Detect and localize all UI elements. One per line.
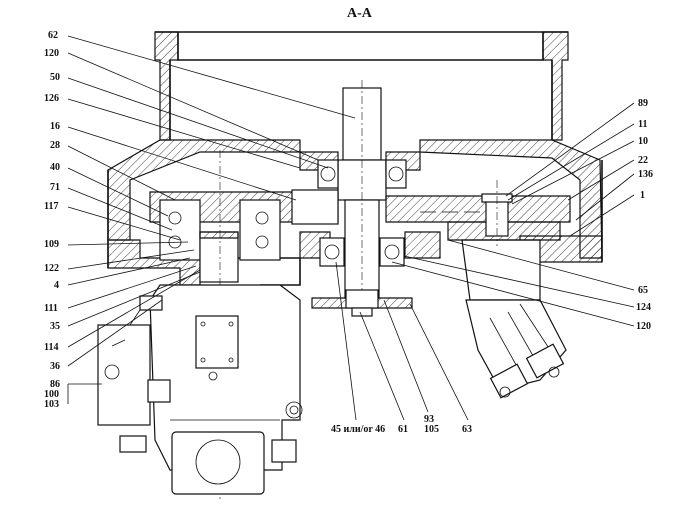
callout-22: 22 [638, 155, 648, 166]
lower-bearing [319, 237, 405, 267]
callouts-bottom: 45 или/or 46 61 93 105 63 [331, 414, 472, 435]
callout-1: 1 [640, 190, 645, 201]
callout-122: 122 [44, 263, 59, 274]
callout-40: 40 [50, 162, 60, 173]
callouts-right: 89 11 10 22 136 1 65 124 120 [636, 98, 653, 332]
callout-11: 11 [638, 119, 647, 130]
callout-120-right: 120 [636, 321, 651, 332]
callout-63: 63 [462, 424, 472, 435]
hydraulic-motor-right [447, 221, 567, 399]
callout-4: 4 [54, 280, 59, 291]
callout-50: 50 [50, 72, 60, 83]
callout-124: 124 [636, 302, 651, 313]
callouts-left: 62 120 50 126 16 28 40 71 117 109 122 4 … [44, 30, 60, 410]
callout-71: 71 [50, 182, 60, 193]
callout-111: 111 [44, 303, 58, 314]
callout-126: 126 [44, 93, 59, 104]
callout-65: 65 [638, 285, 648, 296]
callout-62: 62 [48, 30, 58, 41]
callout-105: 105 [424, 424, 439, 435]
callout-86: 86 [50, 379, 60, 390]
callout-45-or-46: 45 или/or 46 [331, 424, 385, 435]
callout-36: 36 [50, 361, 60, 372]
callout-61: 61 [398, 424, 408, 435]
callout-10: 10 [638, 136, 648, 147]
idler-shaft [481, 180, 513, 246]
callout-109: 109 [44, 239, 59, 250]
upper-housing [154, 31, 569, 141]
callout-136: 136 [638, 169, 653, 180]
section-title: А-А [347, 6, 373, 21]
callout-16: 16 [50, 121, 60, 132]
callout-120: 120 [44, 48, 59, 59]
callout-103: 103 [44, 399, 59, 410]
hydraulic-motor-left [97, 284, 303, 495]
callout-117: 117 [44, 201, 58, 212]
callout-89: 89 [638, 98, 648, 109]
callout-28: 28 [50, 140, 60, 151]
bottom-cap [311, 289, 413, 317]
leader-lines [67, 35, 635, 421]
upper-bearing [317, 159, 407, 189]
callout-114: 114 [44, 342, 58, 353]
callout-100: 100 [44, 389, 59, 400]
callout-93: 93 [424, 414, 434, 425]
callout-35: 35 [50, 321, 60, 332]
